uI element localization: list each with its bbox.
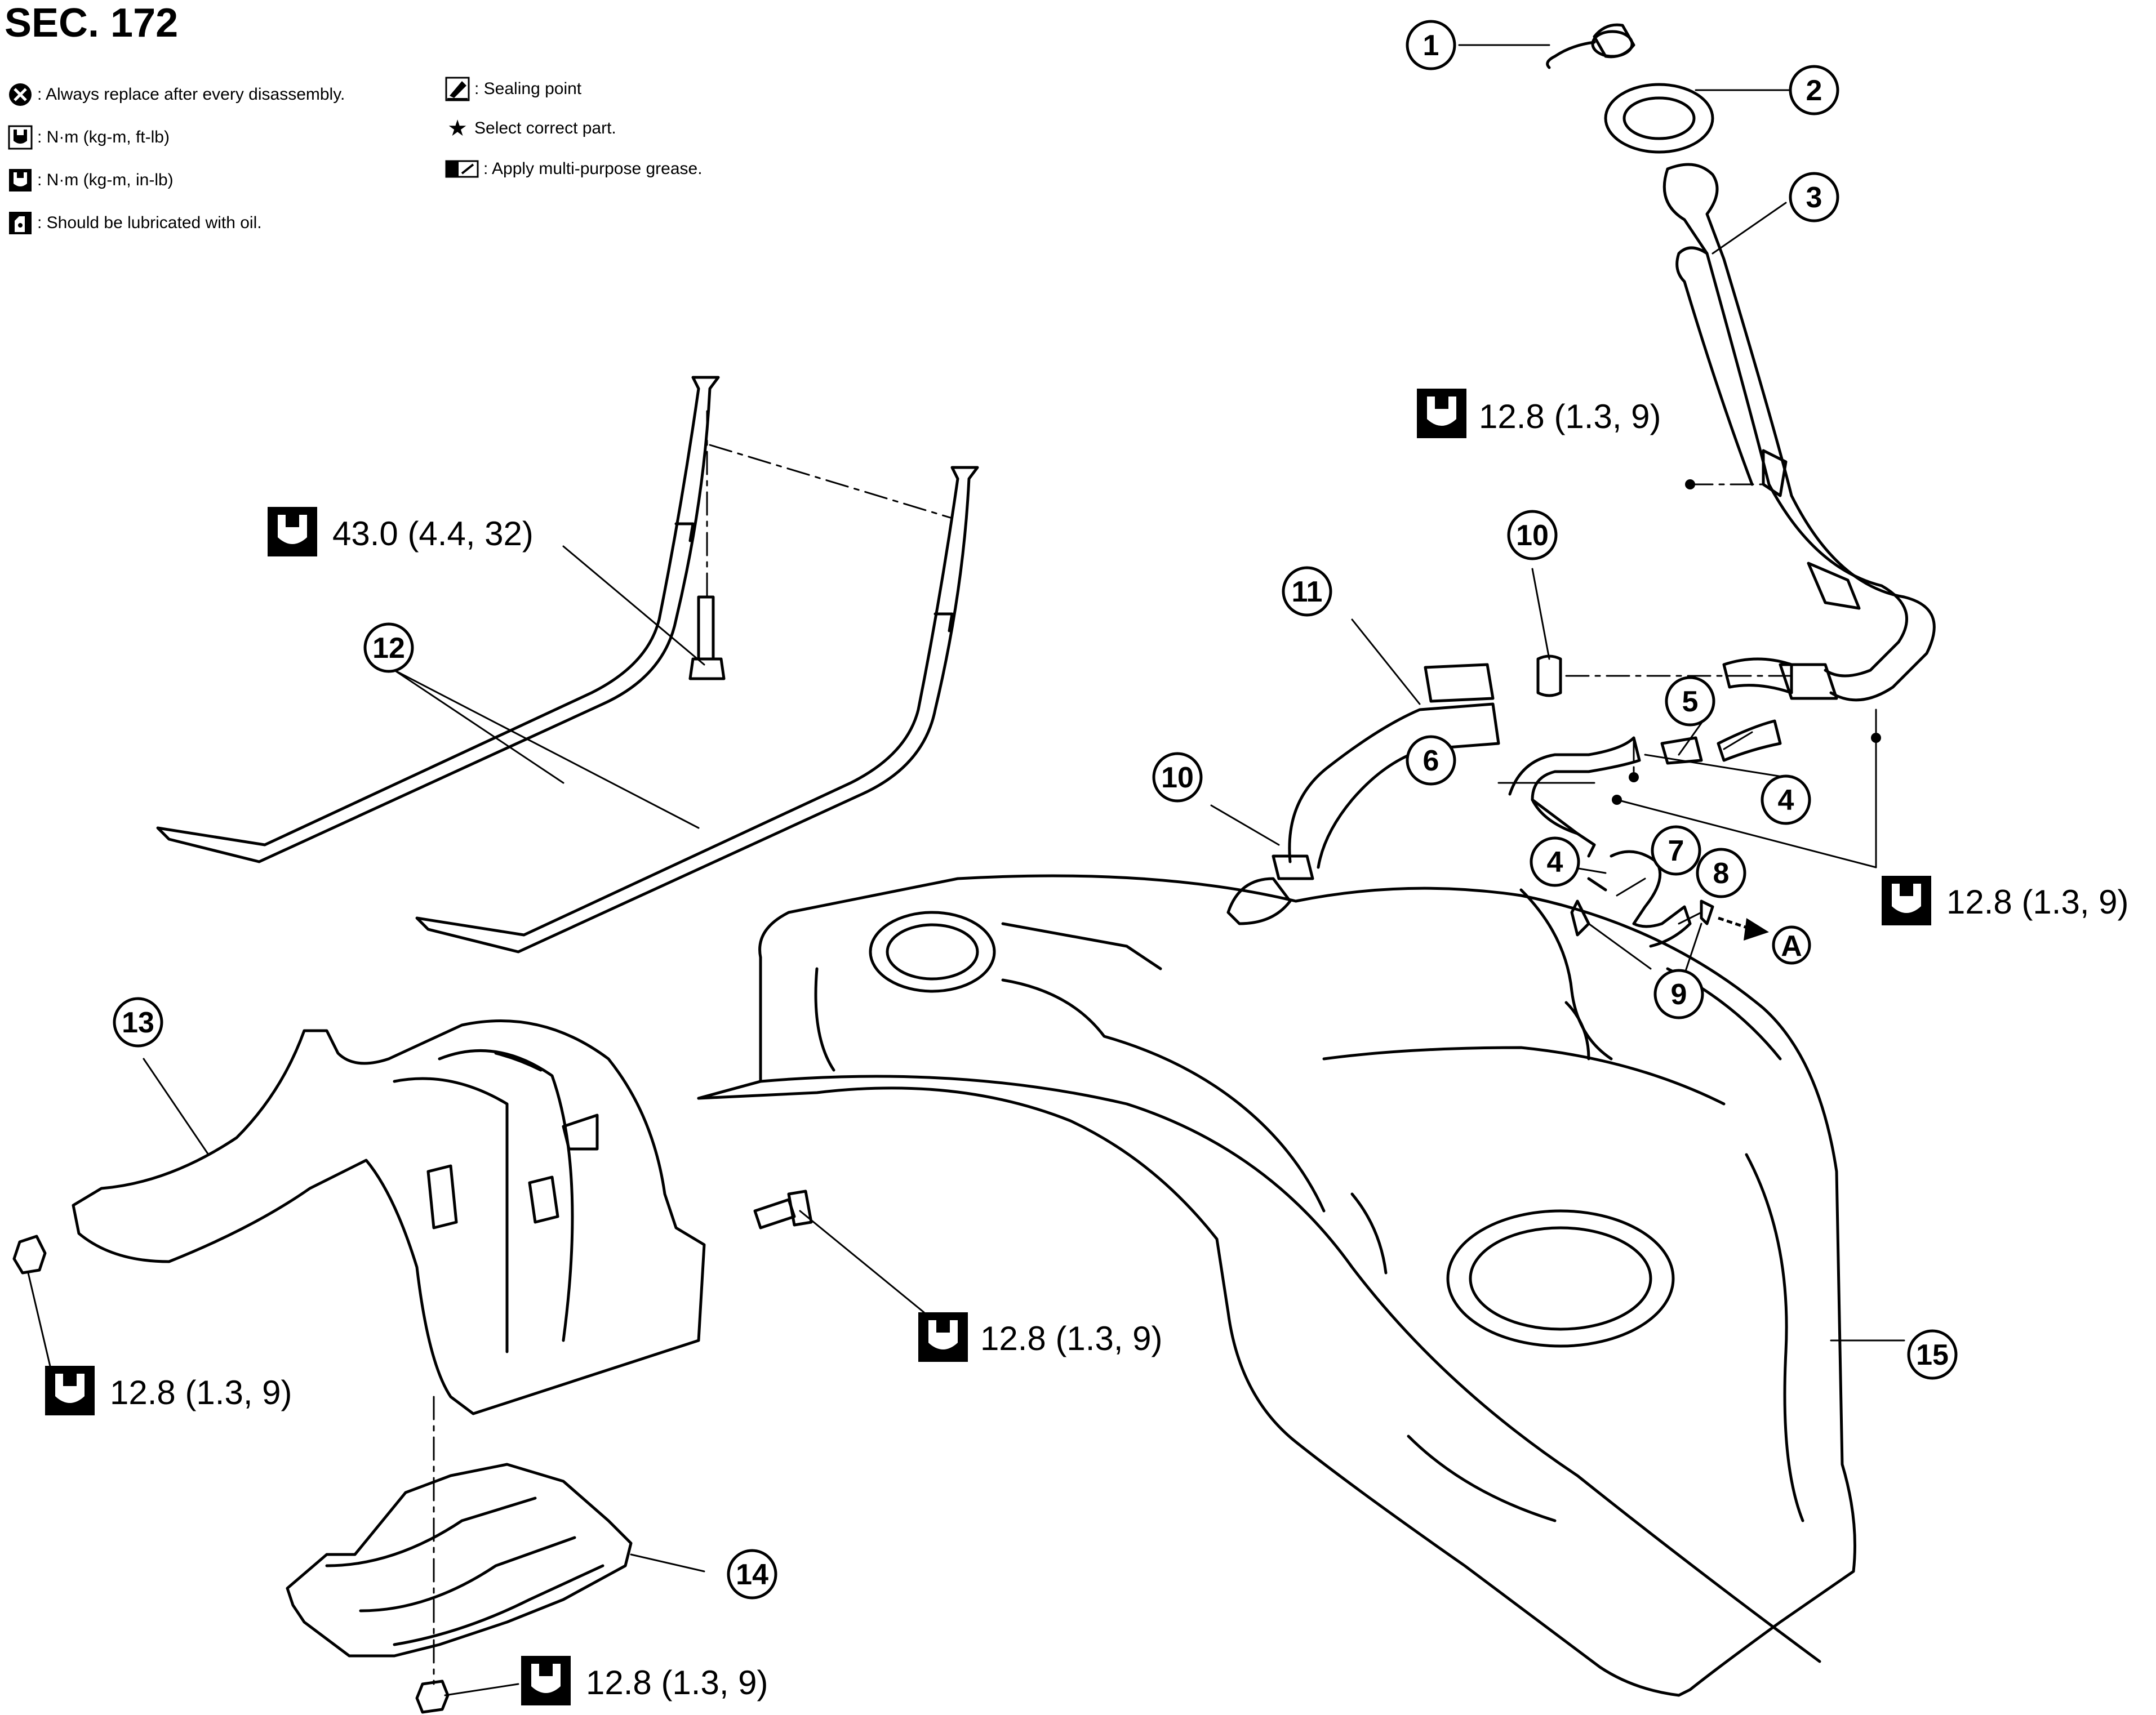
svg-text:12.8 (1.3, 9): 12.8 (1.3, 9) <box>586 1664 768 1701</box>
callout-13: 13 <box>113 997 163 1048</box>
svg-text:2: 2 <box>1806 74 1822 107</box>
svg-text:1: 1 <box>1423 29 1439 62</box>
legend-replace: : Always replace after every disassembly… <box>8 82 345 107</box>
svg-text:12.8 (1.3, 9): 12.8 (1.3, 9) <box>1946 883 2129 921</box>
filler-ring <box>1604 83 1714 154</box>
svg-text:15: 15 <box>1916 1339 1949 1371</box>
svg-text:12.8 (1.3, 9): 12.8 (1.3, 9) <box>110 1374 292 1411</box>
sealing-dots <box>1612 479 1881 805</box>
heat-insulator <box>72 1019 706 1415</box>
svg-text:7: 7 <box>1668 835 1684 867</box>
callout-14: 14 <box>727 1549 777 1600</box>
x-circle-icon <box>9 83 32 106</box>
callout-7: 7 <box>1651 825 1701 876</box>
callout-6: 6 <box>1406 735 1456 786</box>
callout-4b: 4 <box>1530 836 1580 887</box>
callout-4a: 4 <box>1761 774 1811 825</box>
band-bolt <box>688 595 726 680</box>
svg-text:4: 4 <box>1547 846 1563 879</box>
svg-text:13: 13 <box>122 1006 154 1039</box>
filler-hose <box>1226 654 1562 925</box>
protector-nut <box>415 1680 450 1714</box>
grease-icon <box>445 160 479 178</box>
callout-1: 1 <box>1406 20 1456 70</box>
callout-8: 8 <box>1696 848 1746 898</box>
svg-text:5: 5 <box>1682 685 1699 718</box>
svg-text:8: 8 <box>1713 857 1730 890</box>
svg-text:10: 10 <box>1516 519 1549 552</box>
callout-15: 15 <box>1907 1329 1958 1380</box>
sealant-icon <box>445 77 470 101</box>
legend-grease: : Apply multi-purpose grease. <box>445 157 703 181</box>
torque-specs: 12.8 (1.3, 9) 43.0 (4.4, 32) 12.8 (1.3, … <box>45 389 2129 1705</box>
legend-lubricate: : Should be lubricated with oil. <box>8 211 262 235</box>
svg-text:11: 11 <box>1292 576 1323 608</box>
fuel-tank-protector <box>286 1463 633 1658</box>
oil-can-icon <box>9 212 32 234</box>
wrench-torque-icon <box>8 125 33 150</box>
svg-text:3: 3 <box>1806 181 1822 214</box>
callout-9: 9 <box>1653 969 1704 1019</box>
wrench-torque-filled-icon <box>9 169 32 191</box>
legend-torque-in: : N·m (kg-m, in-lb) <box>8 168 174 193</box>
star-icon: ★ <box>447 116 468 141</box>
torque-spec-insulator-bolt: 12.8 (1.3, 9) <box>918 1312 1163 1362</box>
svg-text:4: 4 <box>1778 784 1794 817</box>
alignment-lines <box>433 410 1877 1685</box>
tank-bands <box>156 376 979 954</box>
svg-text:6: 6 <box>1423 745 1439 777</box>
torque-spec-protector-nut: 12.8 (1.3, 9) <box>521 1656 768 1705</box>
svg-text:9: 9 <box>1671 978 1687 1011</box>
callout-3: 3 <box>1789 172 1839 222</box>
callout-2: 2 <box>1789 65 1839 115</box>
svg-text:12.8 (1.3, 9): 12.8 (1.3, 9) <box>980 1320 1163 1357</box>
callout-12: 12 <box>363 622 414 673</box>
fuel-tank <box>697 874 1856 1697</box>
callout-11: 11 <box>1282 566 1332 617</box>
legend-select: ★ Select correct part. <box>445 116 616 141</box>
leader-lines <box>27 44 1905 1696</box>
callout-10a: 10 <box>1507 510 1558 560</box>
svg-text:12.8 (1.3, 9): 12.8 (1.3, 9) <box>1479 398 1661 435</box>
insulator-nut <box>12 1235 47 1275</box>
reference-label: A <box>1781 930 1802 963</box>
reference-arrow: A <box>1718 916 1811 965</box>
callouts: 1 2 3 4 4 5 6 7 8 9 10 10 11 12 13 14 15 <box>113 20 1958 1600</box>
section-title: SEC. 172 <box>5 1 179 46</box>
torque-spec-filler-neck: 12.8 (1.3, 9) <box>1417 389 1661 438</box>
svg-text:10: 10 <box>1161 761 1194 794</box>
insulator-bolt <box>753 1190 813 1230</box>
torque-spec-insulator-nut: 12.8 (1.3, 9) <box>45 1366 292 1415</box>
svg-text:43.0 (4.4, 32): 43.0 (4.4, 32) <box>332 515 534 553</box>
callout-5: 5 <box>1665 676 1715 727</box>
svg-text:14: 14 <box>736 1558 768 1591</box>
torque-spec-band-bolt: 43.0 (4.4, 32) <box>268 507 534 556</box>
legend-torque-ft: : N·m (kg-m, ft-lb) <box>8 125 170 150</box>
callout-10b: 10 <box>1152 752 1203 803</box>
legend-sealing: : Sealing point <box>445 77 581 101</box>
filler-cap <box>1546 23 1635 69</box>
svg-text:12: 12 <box>372 632 405 665</box>
torque-spec-vent-bracket: 12.8 (1.3, 9) <box>1882 876 2129 925</box>
filler-neck <box>1662 163 1936 702</box>
